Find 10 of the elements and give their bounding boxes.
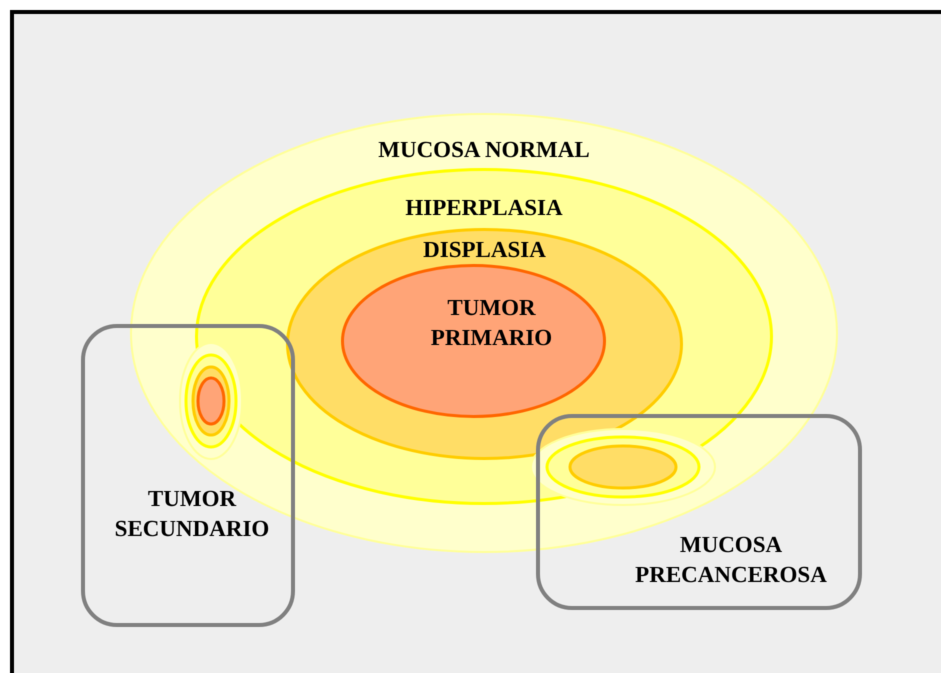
- region-label: DISPLASIA: [423, 236, 546, 264]
- region-label: TUMOR PRIMARIO: [430, 294, 554, 352]
- region-label: TUMOR SECUNDARIO: [114, 485, 270, 543]
- rounded-frame: [81, 324, 295, 627]
- region-label: MUCOSA PRECANCEROSA: [634, 531, 828, 589]
- ellipse-region: [341, 264, 606, 418]
- ellipse-region: [286, 228, 683, 460]
- rounded-frame: [536, 414, 862, 610]
- region-label: MUCOSA NORMAL: [378, 136, 590, 164]
- region-label: HIPERPLASIA: [405, 194, 563, 222]
